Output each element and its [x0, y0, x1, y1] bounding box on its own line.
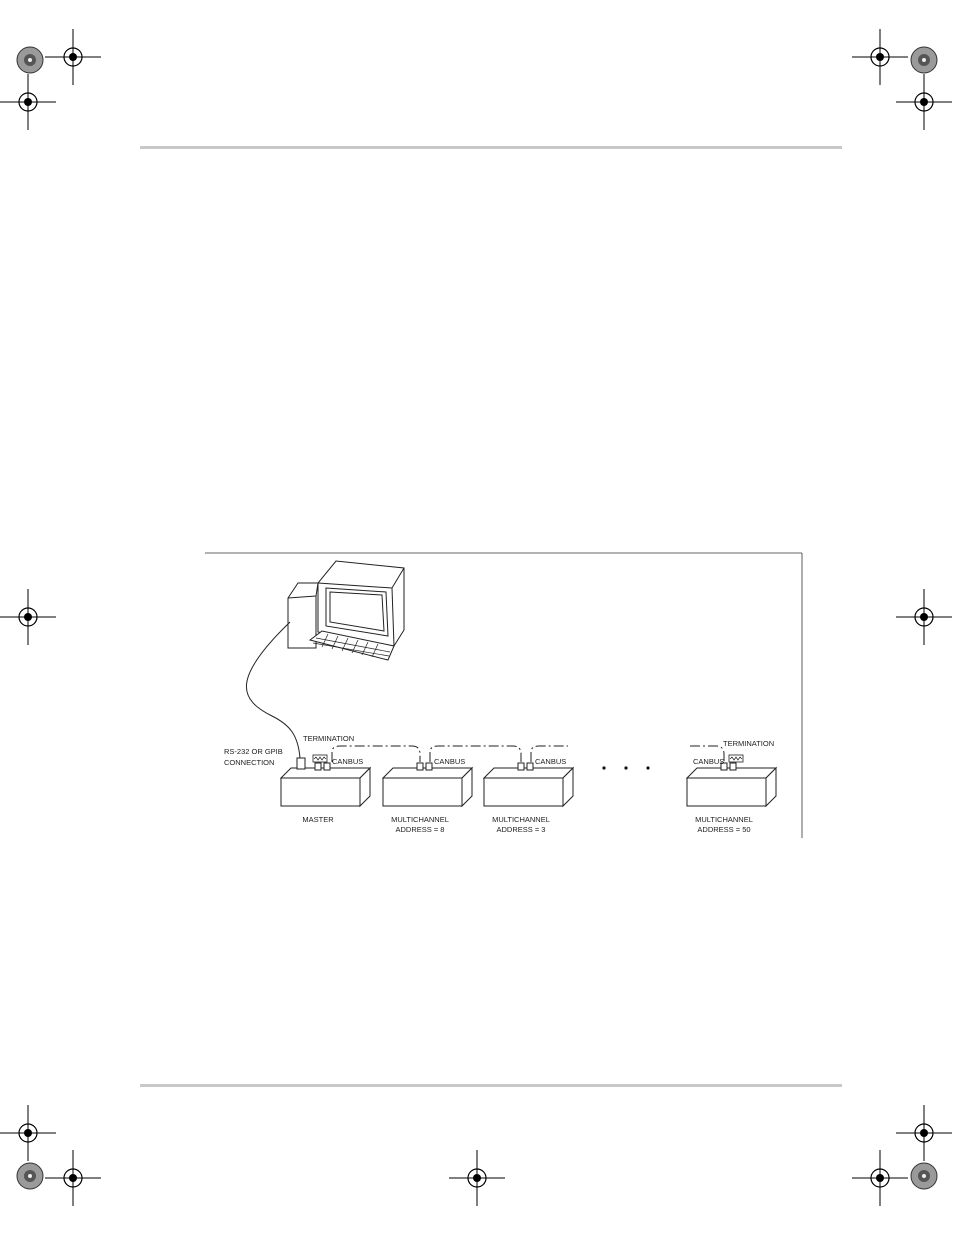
unit-front-face	[686, 777, 767, 807]
crosshair-icon	[895, 588, 953, 646]
computer-icon	[287, 560, 405, 661]
canbus-port	[314, 762, 322, 771]
canbus-port	[729, 762, 737, 771]
canbus-port	[416, 762, 424, 771]
color-target-icon	[16, 1162, 44, 1190]
unit-label: MULTICHANNEL	[492, 815, 550, 824]
registration-marks	[0, 28, 953, 1207]
termination-label-last: TERMINATION	[723, 739, 774, 748]
color-target-icon	[910, 1162, 938, 1190]
unit-front-face	[280, 777, 361, 807]
more-units-ellipsis	[602, 766, 650, 770]
unit-label: ADDRESS = 3	[497, 825, 546, 834]
unit-label: ADDRESS = 50	[697, 825, 750, 834]
crosshair-icon	[44, 1149, 102, 1207]
instrument-unit: CANBUS MASTER	[279, 757, 372, 824]
color-target-icon	[16, 46, 44, 74]
connection-label-line-2: CONNECTION	[224, 758, 274, 767]
crosshair-icon	[0, 588, 57, 646]
unit-side-face	[765, 766, 777, 808]
crosshair-icon	[851, 28, 909, 86]
canbus-port	[517, 762, 525, 771]
rs232-cable	[246, 621, 301, 759]
unit-side-face	[359, 766, 371, 808]
crosshair-icon	[851, 1149, 909, 1207]
canbus-cable	[530, 745, 568, 762]
canbus-label: CANBUS	[332, 757, 363, 766]
crosshair-icon	[895, 1104, 953, 1162]
canbus-port	[425, 762, 433, 771]
unit-label: MASTER	[302, 815, 334, 824]
canbus-cable	[690, 745, 725, 762]
crosshair-icon	[0, 1104, 57, 1162]
unit-front-face	[382, 777, 463, 807]
figure-frame	[205, 552, 803, 838]
unit-side-face	[461, 766, 473, 808]
crosshair-icon	[44, 28, 102, 86]
canbus-label: CANBUS	[434, 757, 465, 766]
canbus-cable	[429, 745, 522, 762]
canbus-cables	[331, 745, 725, 762]
canbus-label: CANBUS	[535, 757, 566, 766]
canbus-cable	[331, 745, 421, 762]
canbus-port	[720, 762, 728, 771]
footer-rule	[140, 1084, 842, 1087]
unit-front-face	[483, 777, 564, 807]
crosshair-icon	[895, 73, 953, 131]
unit-label: MULTICHANNEL	[391, 815, 449, 824]
termination-label-master: TERMINATION	[303, 734, 354, 743]
unit-label: ADDRESS = 8	[396, 825, 445, 834]
color-target-icon	[910, 46, 938, 74]
connection-label-line-1: RS-232 OR GPIB	[224, 747, 283, 756]
unit-side-face	[562, 766, 574, 808]
termination-resistor-icon	[312, 754, 328, 763]
header-rule	[140, 146, 842, 149]
unit-label: MULTICHANNEL	[695, 815, 753, 824]
canbus-port	[323, 762, 331, 771]
crosshair-icon	[448, 1149, 506, 1207]
crosshair-icon	[0, 73, 57, 131]
termination-resistor-icon	[728, 754, 744, 763]
canbus-port	[526, 762, 534, 771]
serial-port	[296, 757, 306, 770]
canbus-label: CANBUS	[693, 757, 724, 766]
